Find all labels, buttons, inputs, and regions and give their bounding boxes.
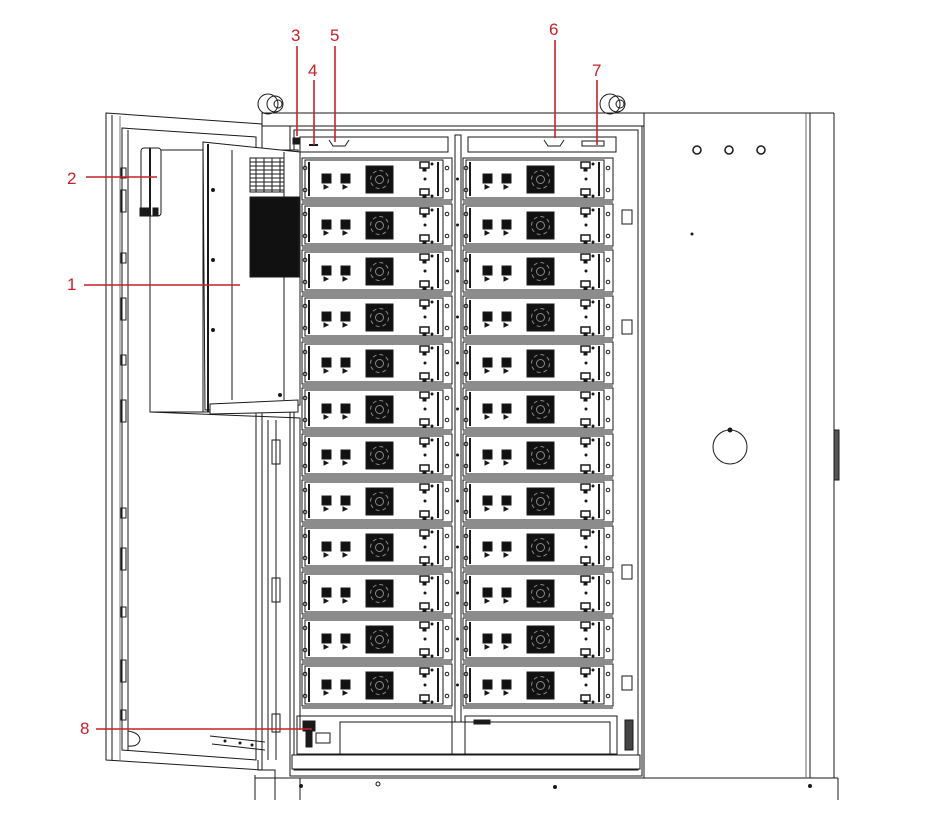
port-icon xyxy=(482,403,493,414)
port-icon xyxy=(321,541,332,552)
lifting-eye-right xyxy=(599,93,626,115)
callout-leader-lines xyxy=(84,40,598,730)
door-air-conditioner-part-1 xyxy=(149,141,301,730)
port-icon xyxy=(482,219,493,230)
battery-module xyxy=(462,249,614,295)
battery-module xyxy=(301,525,459,571)
port-icon xyxy=(321,587,332,598)
battery-module xyxy=(462,157,614,203)
part-3 xyxy=(292,137,301,145)
callout-label-2: 2 xyxy=(67,169,77,188)
battery-module xyxy=(301,663,459,709)
port-icon xyxy=(482,357,493,368)
port-icon xyxy=(321,219,332,230)
part-7 xyxy=(581,140,605,147)
port-icon xyxy=(501,311,512,322)
callout-label-5: 5 xyxy=(330,26,340,45)
port-icon xyxy=(501,403,512,414)
port-icon xyxy=(482,449,493,460)
battery-module xyxy=(462,663,614,709)
port-icon xyxy=(321,311,332,322)
battery-module xyxy=(301,387,459,433)
battery-module xyxy=(301,295,459,341)
part-8 xyxy=(302,719,491,748)
port-icon xyxy=(482,541,493,552)
port-icon xyxy=(340,219,351,230)
port-icon xyxy=(501,679,512,690)
port-icon xyxy=(482,173,493,184)
port-icon xyxy=(482,633,493,644)
port-icon xyxy=(340,265,351,276)
battery-module xyxy=(462,295,614,341)
callout-label-1: 1 xyxy=(67,275,77,294)
battery-module xyxy=(462,479,614,525)
battery-module xyxy=(462,341,614,387)
ac-louver xyxy=(249,157,285,193)
battery-module xyxy=(301,157,459,203)
port-icon xyxy=(501,449,512,460)
callout-label-3: 3 xyxy=(291,26,301,45)
part-5 xyxy=(328,139,350,147)
port-icon xyxy=(501,265,512,276)
battery-module xyxy=(462,387,614,433)
port-icon xyxy=(340,495,351,506)
port-icon xyxy=(501,587,512,598)
battery-module xyxy=(301,479,459,525)
battery-module xyxy=(301,341,459,387)
indicator-light-2 xyxy=(724,145,734,155)
indicator-light-1 xyxy=(692,145,702,155)
port-icon xyxy=(340,311,351,322)
port-icon xyxy=(340,357,351,368)
port-icon xyxy=(340,403,351,414)
part-6 xyxy=(543,139,565,147)
battery-module xyxy=(301,617,459,663)
port-icon xyxy=(501,173,512,184)
port-icon xyxy=(321,495,332,506)
port-icon xyxy=(340,541,351,552)
port-icon xyxy=(482,495,493,506)
battery-module xyxy=(301,249,459,295)
port-icon xyxy=(340,679,351,690)
ac-grille xyxy=(249,196,300,278)
port-icon xyxy=(482,265,493,276)
port-icon xyxy=(482,587,493,598)
callout-label-8: 8 xyxy=(80,719,90,738)
port-icon xyxy=(321,403,332,414)
battery-module xyxy=(462,571,614,617)
port-icon xyxy=(321,679,332,690)
callout-label-6: 6 xyxy=(549,20,559,39)
port-icon xyxy=(501,495,512,506)
callout-label-7: 7 xyxy=(592,61,602,80)
right-door xyxy=(643,112,840,779)
port-icon xyxy=(321,449,332,460)
port-icon xyxy=(340,587,351,598)
battery-module xyxy=(462,525,614,571)
port-icon xyxy=(340,173,351,184)
battery-rack xyxy=(301,157,614,709)
indicator-light-3 xyxy=(756,145,766,155)
port-icon xyxy=(340,449,351,460)
lifting-eye-left xyxy=(257,93,284,115)
callout-label-4: 4 xyxy=(308,61,318,80)
battery-module xyxy=(301,433,459,479)
battery-module xyxy=(301,203,459,249)
port-icon xyxy=(501,541,512,552)
port-icon xyxy=(501,357,512,368)
port-icon xyxy=(501,633,512,644)
port-icon xyxy=(321,357,332,368)
port-icon xyxy=(482,679,493,690)
port-icon xyxy=(321,173,332,184)
port-icon xyxy=(340,633,351,644)
door-filter-part-2 xyxy=(139,147,162,217)
battery-module xyxy=(462,617,614,663)
battery-module xyxy=(301,571,459,617)
port-icon xyxy=(321,265,332,276)
port-icon xyxy=(321,633,332,644)
port-icon xyxy=(501,219,512,230)
battery-module xyxy=(462,203,614,249)
port-icon xyxy=(482,311,493,322)
battery-module xyxy=(462,433,614,479)
